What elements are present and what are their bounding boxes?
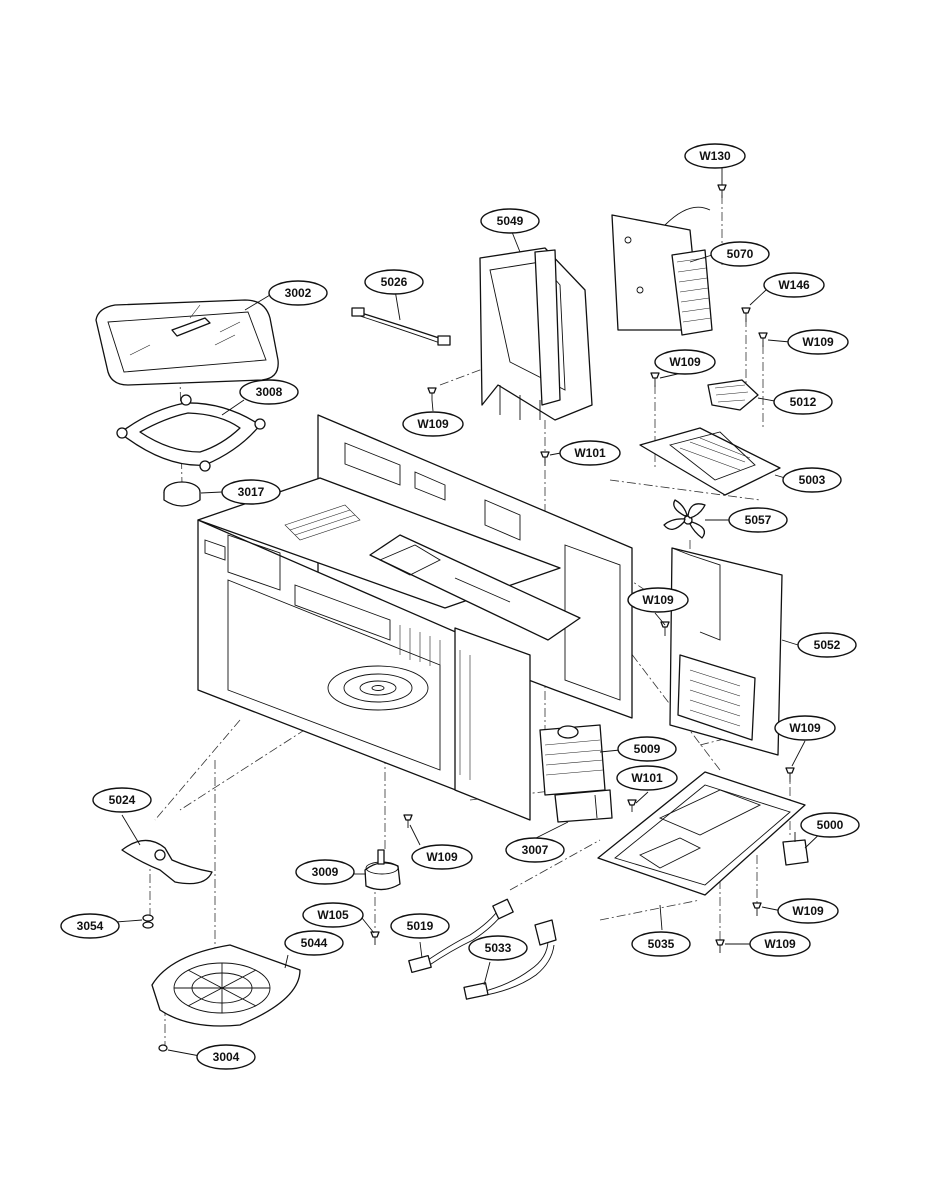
- mount-plate-part: [554, 789, 613, 823]
- callout-5003: 5003: [782, 467, 842, 493]
- stirrer-blade-part: [121, 839, 213, 885]
- callout-label: 3017: [238, 485, 265, 499]
- callout-label: W109: [792, 904, 824, 918]
- callout-label: W146: [778, 278, 810, 292]
- air-duct-part: [479, 247, 593, 421]
- callout-W109-f: W109: [411, 844, 473, 870]
- callout-3054: 3054: [60, 913, 120, 939]
- callout-label: 5052: [814, 638, 841, 652]
- callout-W109-e: W109: [774, 715, 836, 741]
- callout-label: W109: [764, 937, 796, 951]
- callout-label: W109: [417, 417, 449, 431]
- callout-label: 3008: [256, 385, 283, 399]
- callout-5009: 5009: [617, 736, 677, 762]
- callout-label: W105: [317, 908, 349, 922]
- callout-label: W101: [631, 771, 663, 785]
- callout-label: 5049: [497, 214, 524, 228]
- callout-5035: 5035: [631, 931, 691, 957]
- callout-label: 5033: [485, 941, 512, 955]
- callout-label: 5035: [648, 937, 675, 951]
- callout-label: 5003: [799, 473, 826, 487]
- callout-W130: W130: [684, 143, 746, 169]
- callout-label: 5012: [790, 395, 817, 409]
- callout-5000: 5000: [800, 812, 860, 838]
- oven-cavity-part: [197, 414, 633, 821]
- callout-label: 3007: [522, 843, 549, 857]
- callout-W109-d: W109: [627, 587, 689, 613]
- base-plate-part: [597, 771, 806, 896]
- callout-3002: 3002: [268, 280, 328, 306]
- callout-label: 5000: [817, 818, 844, 832]
- callout-5019: 5019: [390, 913, 450, 939]
- callout-W101-b: W101: [616, 765, 678, 791]
- callout-5052: 5052: [797, 632, 857, 658]
- callout-W109-g: W109: [777, 898, 839, 924]
- wire-harness-part: [351, 307, 451, 346]
- fan-blade-part: [663, 499, 706, 539]
- callout-W105: W105: [302, 902, 364, 928]
- magnetron-part: [539, 724, 606, 796]
- callout-5049: 5049: [480, 208, 540, 234]
- glass-tray-part: [95, 299, 279, 386]
- callout-label: 5057: [745, 513, 772, 527]
- callout-3009: 3009: [295, 859, 355, 885]
- callout-label: W109: [789, 721, 821, 735]
- callout-W109-b: W109: [654, 349, 716, 375]
- callout-label: W109: [642, 593, 674, 607]
- callout-label: W130: [699, 149, 731, 163]
- callout-W109-h: W109: [749, 931, 811, 957]
- callout-label: 3009: [312, 865, 339, 879]
- callout-label: 3002: [285, 286, 312, 300]
- fan-motor-bracket-part: [639, 427, 781, 496]
- callout-label: 3054: [77, 919, 104, 933]
- thermal-switch-part: [707, 379, 759, 411]
- callout-balloons: W130 5049 5070 W146 W109 5026 3002 W109 …: [60, 143, 860, 1070]
- callout-W109-a: W109: [787, 329, 849, 355]
- callout-5024: 5024: [92, 787, 152, 813]
- interlock-switch-part: [782, 832, 809, 866]
- callout-W109-c: W109: [402, 411, 464, 437]
- callout-label: 5019: [407, 919, 434, 933]
- turntable-motor-part: [364, 849, 401, 891]
- callout-label: W101: [574, 446, 606, 460]
- callout-label: W109: [669, 355, 701, 369]
- callout-label: 5026: [381, 275, 408, 289]
- callout-label: 5070: [727, 247, 754, 261]
- callout-W146: W146: [763, 272, 825, 298]
- callout-label: 3004: [213, 1050, 240, 1064]
- callout-5070: 5070: [710, 241, 770, 267]
- callout-W101-a: W101: [559, 440, 621, 466]
- callout-3017: 3017: [221, 479, 281, 505]
- callout-label: 5024: [109, 793, 136, 807]
- callout-5012: 5012: [773, 389, 833, 415]
- stirrer-cover-part: [151, 944, 301, 1027]
- power-wire-harness-part: [408, 898, 514, 974]
- fuse-wire-harness-part: [463, 919, 557, 1000]
- vent-duct-cover-part: [669, 547, 783, 756]
- callout-3004: 3004: [196, 1044, 256, 1070]
- callout-5026: 5026: [364, 269, 424, 295]
- callout-5044: 5044: [284, 930, 344, 956]
- callout-5057: 5057: [728, 507, 788, 533]
- callout-label: 5009: [634, 742, 661, 756]
- callout-label: 5044: [301, 936, 328, 950]
- screw-set-part: [142, 184, 795, 1052]
- roller-ring-part: [116, 394, 266, 472]
- callout-label: W109: [802, 335, 834, 349]
- inverter-board-part: [611, 206, 713, 336]
- callout-3008: 3008: [239, 379, 299, 405]
- callout-5033: 5033: [468, 935, 528, 961]
- coupler-part: [163, 481, 201, 507]
- callout-3007: 3007: [505, 837, 565, 863]
- callout-label: W109: [426, 850, 458, 864]
